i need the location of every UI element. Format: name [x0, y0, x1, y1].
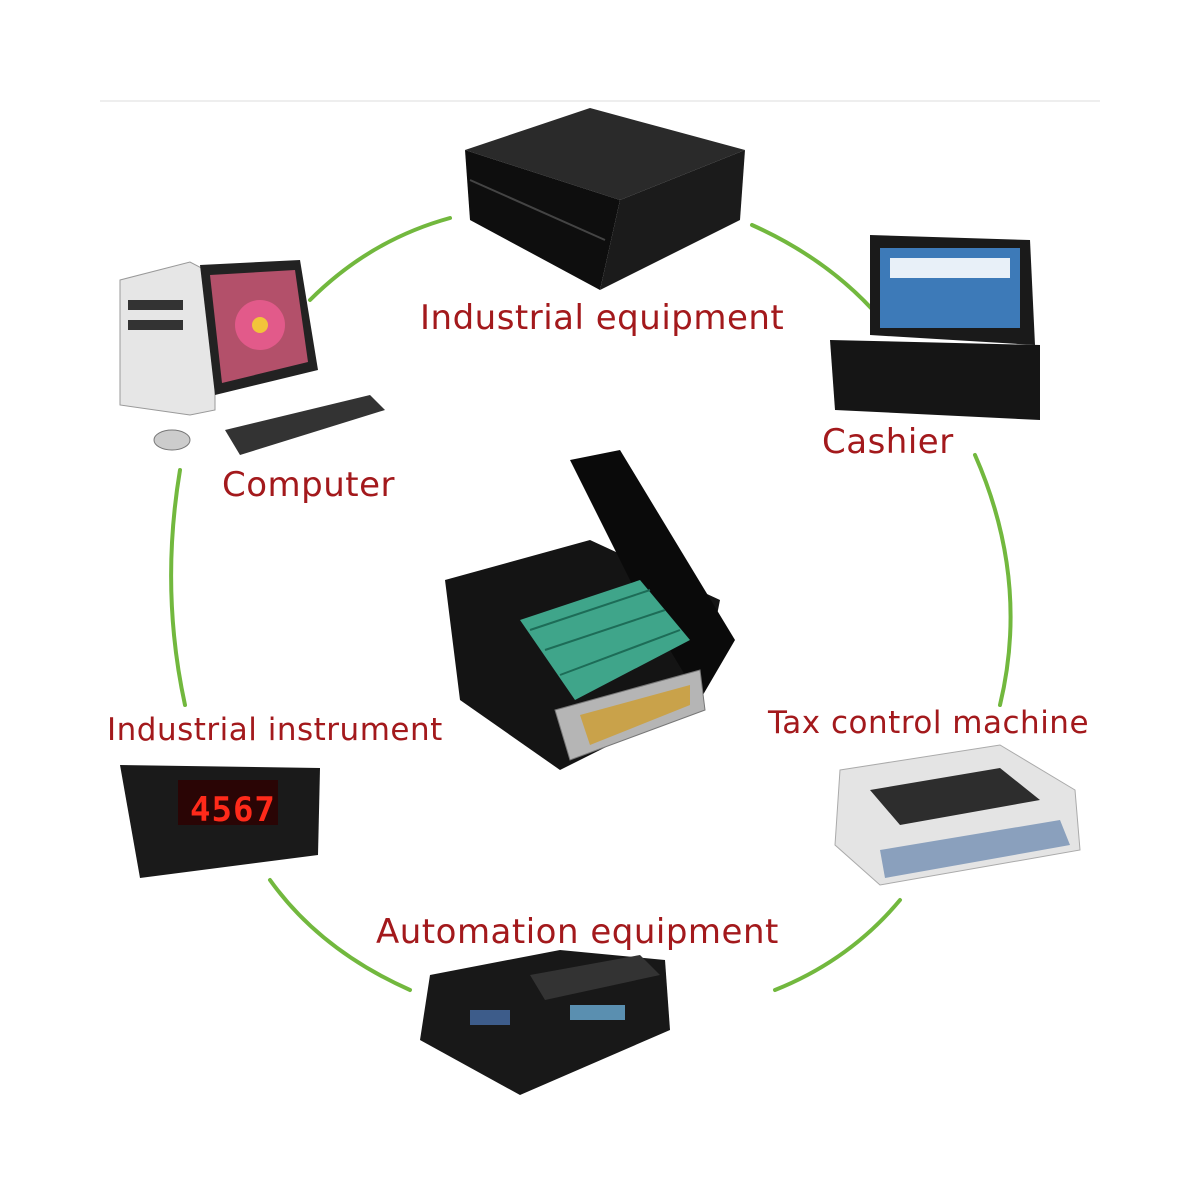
arc-cashier-tax: [973, 453, 1013, 707]
ring-connectors: [169, 216, 1013, 992]
industrial-equipment-image: [465, 108, 745, 290]
db25-connector-image: [445, 450, 735, 770]
label-computer: Computer: [222, 465, 396, 505]
top-divider: [100, 100, 1100, 102]
label-tax-control-machine: Tax control machine: [768, 705, 1090, 741]
industrial-instrument-image: [120, 765, 320, 878]
label-industrial-instrument: Industrial instrument: [107, 712, 443, 748]
arc-automation-instrument: [268, 878, 412, 992]
arc-instrument-computer: [169, 468, 187, 707]
tax-control-printer-image: [834, 744, 1081, 886]
label-cashier: Cashier: [822, 422, 954, 462]
automation-equipment-image: [420, 950, 670, 1095]
arc-industrial-cashier: [750, 223, 882, 320]
instrument-display-readout: 4567: [190, 790, 276, 830]
label-industrial-equipment: Industrial equipment: [420, 298, 785, 338]
computer-image: [119, 260, 385, 455]
arc-computer-industrial: [308, 216, 452, 302]
label-automation-equipment: Automation equipment: [376, 912, 779, 952]
arc-tax-automation: [773, 898, 902, 992]
cashier-image: [830, 235, 1040, 420]
